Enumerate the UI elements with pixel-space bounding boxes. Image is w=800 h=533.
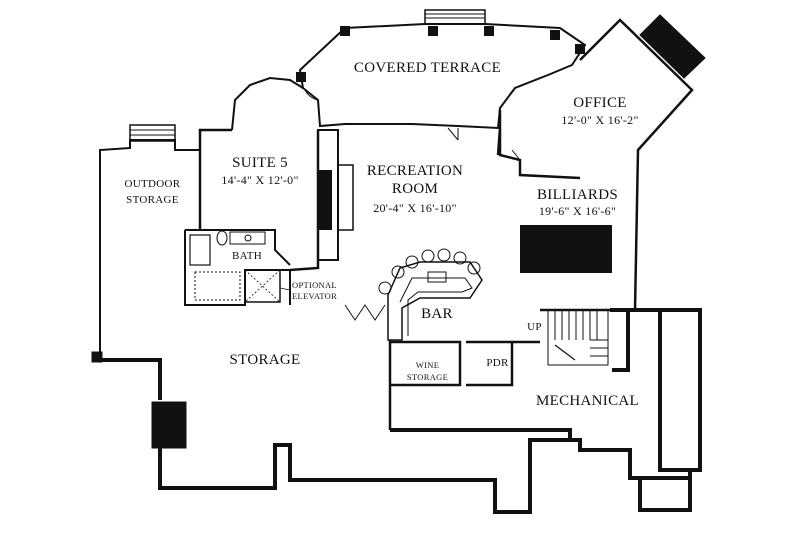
bar-counter <box>387 261 483 341</box>
outdoor-storage-label-1: OUTDOOR <box>124 178 181 190</box>
fireplace-firebox <box>318 170 332 230</box>
elevator-label-1: OPTIONAL <box>292 280 337 290</box>
billiards-dims: 19'-6" X 16'-6" <box>538 204 617 218</box>
outdoor-storage-steps <box>129 124 176 142</box>
recreation-label-2: ROOM <box>391 181 439 197</box>
bath-shower <box>189 234 211 266</box>
bath-label: BATH <box>232 250 262 262</box>
outdoor-post <box>91 351 103 363</box>
bath-vanity <box>229 231 266 245</box>
bath-toilet <box>216 230 228 246</box>
elevator-cross <box>244 269 281 303</box>
stairs-up-label: UP <box>527 321 542 333</box>
elevator-leader <box>279 287 291 291</box>
wine-storage-label-1: WINE <box>415 360 440 370</box>
bar-sink <box>427 271 447 283</box>
covered-terrace-label: COVERED TERRACE <box>353 60 502 76</box>
bar-walls <box>388 308 635 430</box>
bar-stools <box>378 248 481 295</box>
bath-outline <box>184 229 291 306</box>
stairs <box>547 309 609 366</box>
suite5-label: SUITE 5 <box>232 155 288 171</box>
billiards-table <box>520 225 612 273</box>
office-chimney <box>639 14 706 79</box>
mechanical-label: MECHANICAL <box>536 393 639 409</box>
office-label: OFFICE <box>573 95 627 111</box>
elevator <box>244 269 281 303</box>
lower-walls <box>100 308 702 514</box>
terrace-steps-lines <box>425 13 485 19</box>
outdoor-storage-label-2: STORAGE <box>126 194 179 206</box>
elevator-label-2: ELEVATOR <box>292 291 338 301</box>
bath-tub <box>194 271 241 301</box>
suite5-bay <box>231 76 304 131</box>
storage-column <box>151 401 187 449</box>
bath-sink <box>244 234 252 242</box>
recreation-label-1: RECREATION <box>366 163 464 179</box>
storage-label: STORAGE <box>229 352 301 368</box>
terrace-columns <box>296 26 585 82</box>
doors <box>304 89 521 321</box>
wine-storage-label-2: STORAGE <box>406 372 449 382</box>
outdoor-storage-steps-lines <box>130 129 175 136</box>
fireplace-hearth <box>337 164 354 231</box>
terrace-steps <box>424 9 486 25</box>
mechanical-wall <box>610 308 690 472</box>
billiards-label: BILLIARDS <box>536 187 619 203</box>
bar-counter-inner <box>399 277 473 336</box>
suite5-outline <box>198 128 320 272</box>
bar-label: BAR <box>421 306 453 322</box>
pdr-label: PDR <box>486 357 509 369</box>
office-dims: 12'-0" X 16'-2" <box>561 113 639 127</box>
suite5-dims: 14'-4" X 12'-0" <box>221 173 299 187</box>
recreation-dims: 20'-4" X 16'-10" <box>373 201 457 215</box>
